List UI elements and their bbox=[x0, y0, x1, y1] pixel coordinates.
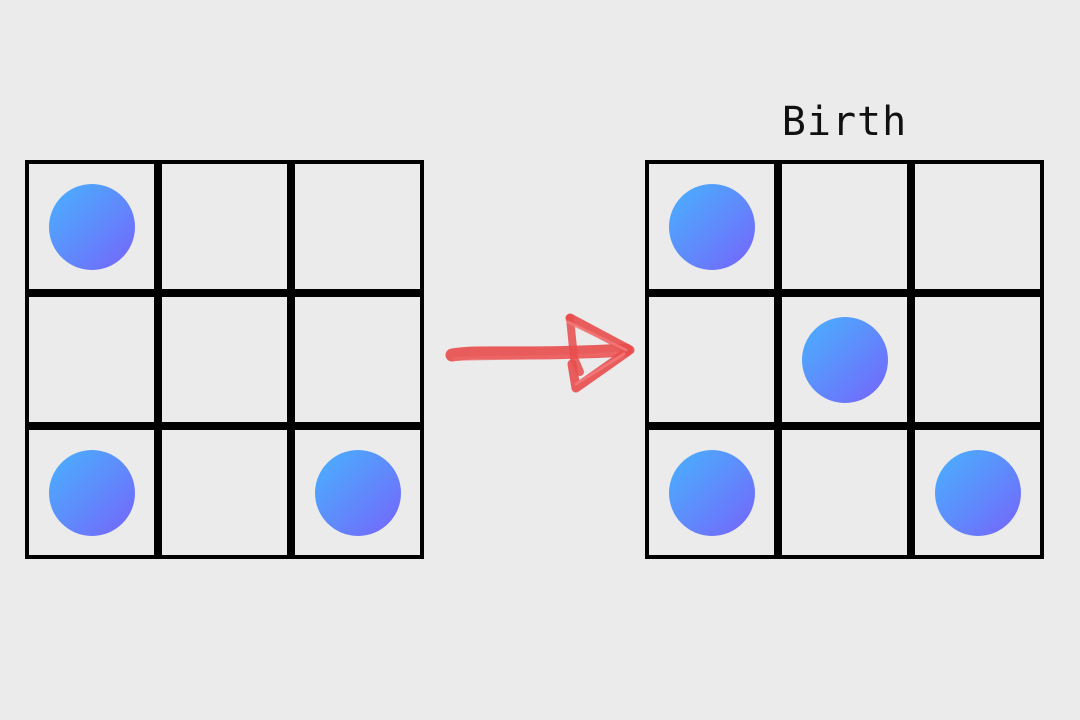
after-grid-cell-r3-c1 bbox=[645, 426, 778, 559]
live-cell-dot-icon bbox=[49, 450, 135, 536]
live-cell-dot-icon bbox=[315, 450, 401, 536]
after-grid-cell-r1-c3 bbox=[911, 160, 1044, 293]
before-grid-cell-r3-c2 bbox=[158, 426, 291, 559]
after-grid bbox=[645, 160, 1044, 559]
before-grid-cell-r2-c3 bbox=[291, 293, 424, 426]
after-grid-cell-r2-c2 bbox=[778, 293, 911, 426]
before-grid-cell-r1-c3 bbox=[291, 160, 424, 293]
live-cell-dot-icon bbox=[935, 450, 1021, 536]
before-grid-cell-r2-c2 bbox=[158, 293, 291, 426]
after-grid-cell-r3-c2 bbox=[778, 426, 911, 559]
live-cell-dot-icon bbox=[49, 184, 135, 270]
before-grid-cell-r3-c1 bbox=[25, 426, 158, 559]
before-grid bbox=[25, 160, 424, 559]
live-cell-dot-icon bbox=[669, 184, 755, 270]
after-grid-cell-r1-c2 bbox=[778, 160, 911, 293]
before-grid-cell-r3-c3 bbox=[291, 426, 424, 559]
after-grid-cell-r3-c3 bbox=[911, 426, 1044, 559]
after-grid-cell-r1-c1 bbox=[645, 160, 778, 293]
after-grid-title: Birth bbox=[781, 99, 908, 145]
live-cell-dot-icon bbox=[802, 317, 888, 403]
transition-arrow-icon bbox=[445, 313, 635, 393]
live-cell-dot-icon bbox=[669, 450, 755, 536]
before-grid-cell-r2-c1 bbox=[25, 293, 158, 426]
after-grid-cell-r2-c1 bbox=[645, 293, 778, 426]
before-grid-cell-r1-c1 bbox=[25, 160, 158, 293]
before-grid-cell-r1-c2 bbox=[158, 160, 291, 293]
after-grid-cell-r2-c3 bbox=[911, 293, 1044, 426]
